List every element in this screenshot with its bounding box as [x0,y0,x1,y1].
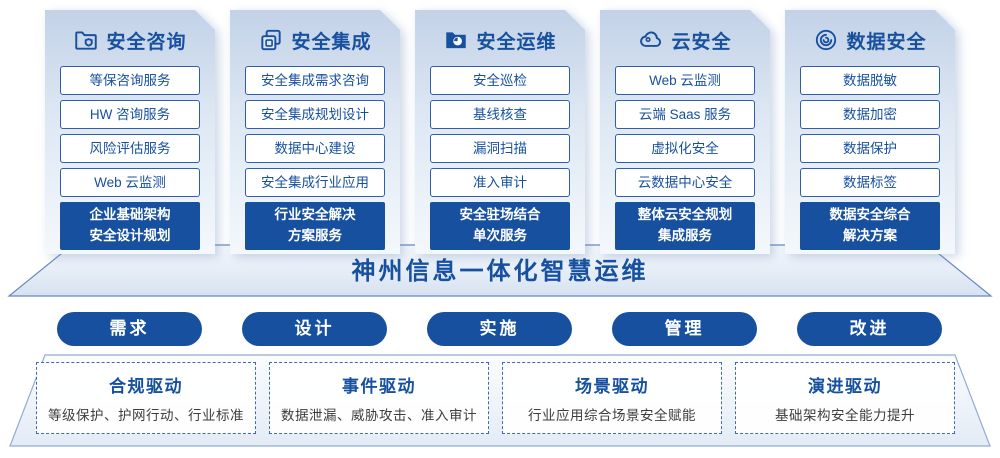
service-item[interactable]: 虚拟化安全 [615,134,755,163]
service-item[interactable]: 基线核查 [430,100,570,129]
banner-title: 神州信息一体化智慧运维 [351,258,649,285]
service-item[interactable]: 安全集成需求咨询 [245,66,385,95]
driver-desc: 等级保护、护网行动、行业标准 [48,408,244,423]
column-footer[interactable]: 整体云安全规划 集成服务 [615,202,755,250]
service-item[interactable]: 漏洞扫描 [430,134,570,163]
service-item[interactable]: 数据脱敏 [800,66,940,95]
service-item[interactable]: 数据标签 [800,168,940,197]
process-pill-implement[interactable]: 实施 [427,312,572,346]
service-item[interactable]: Web 云监测 [615,66,755,95]
driver-box-evolution: 演进驱动 基础架构安全能力提升 [735,362,955,434]
panel-security-integration: 安全集成 安全集成需求咨询 安全集成规划设计 数据中心建设 安全集成行业应用 行… [230,10,400,254]
service-item[interactable]: 数据中心建设 [245,134,385,163]
panel-title: 数据安全 [846,31,927,53]
service-item[interactable]: HW 咨询服务 [60,100,200,129]
driver-desc: 基础架构安全能力提升 [775,408,915,423]
panel-title: 安全集成 [291,31,372,53]
service-item[interactable]: 风险评估服务 [60,134,200,163]
driver-title: 合规驱动 [109,377,183,396]
column-footer[interactable]: 企业基础架构 安全设计规划 [60,202,200,250]
cloud-icon [638,27,664,53]
panel-data-security: 数据安全 数据脱敏 数据加密 数据保护 数据标签 数据安全综合 解决方案 [785,10,955,254]
service-item[interactable]: 云端 Saas 服务 [615,100,755,129]
process-pill-manage[interactable]: 管理 [612,312,757,346]
service-item[interactable]: 准入审计 [430,168,570,197]
driver-box-incident: 事件驱动 数据泄漏、威胁攻击、准入审计 [269,362,489,434]
service-item[interactable]: 数据保护 [800,134,940,163]
copy-documents-icon [258,27,284,53]
service-item[interactable]: Web 云监测 [60,168,200,197]
folder-shield-icon [73,27,99,53]
folder-clock-icon [443,27,469,53]
driver-title: 事件驱动 [342,377,416,396]
driver-title: 演进驱动 [808,377,882,396]
driver-desc: 行业应用综合场景安全赋能 [528,408,696,423]
panel-title: 安全运维 [476,31,557,53]
process-pill-design[interactable]: 设计 [242,312,387,346]
driver-box-scenario: 场景驱动 行业应用综合场景安全赋能 [502,362,722,434]
data-whorl-icon [813,27,839,53]
driver-title: 场景驱动 [575,377,649,396]
service-item[interactable]: 等保咨询服务 [60,66,200,95]
service-item[interactable]: 数据加密 [800,100,940,129]
service-item[interactable]: 安全集成规划设计 [245,100,385,129]
service-item[interactable]: 安全巡检 [430,66,570,95]
process-pill-improve[interactable]: 改进 [797,312,942,346]
panel-security-operations: 安全运维 安全巡检 基线核查 漏洞扫描 准入审计 安全驻场结合 单次服务 [415,10,585,254]
panel-title: 安全咨询 [106,31,187,53]
process-pill-requirement[interactable]: 需求 [57,312,202,346]
panel-security-consulting: 安全咨询 等保咨询服务 HW 咨询服务 风险评估服务 Web 云监测 企业基础架… [45,10,215,254]
service-item[interactable]: 云数据中心安全 [615,168,755,197]
column-footer[interactable]: 安全驻场结合 单次服务 [430,202,570,250]
column-footer[interactable]: 行业安全解决 方案服务 [245,202,385,250]
panel-title: 云安全 [671,31,732,53]
service-item[interactable]: 安全集成行业应用 [245,168,385,197]
driver-box-compliance: 合规驱动 等级保护、护网行动、行业标准 [36,362,256,434]
driver-desc: 数据泄漏、威胁攻击、准入审计 [281,408,477,423]
panel-cloud-security: 云安全 Web 云监测 云端 Saas 服务 虚拟化安全 云数据中心安全 整体云… [600,10,770,254]
column-footer[interactable]: 数据安全综合 解决方案 [800,202,940,250]
